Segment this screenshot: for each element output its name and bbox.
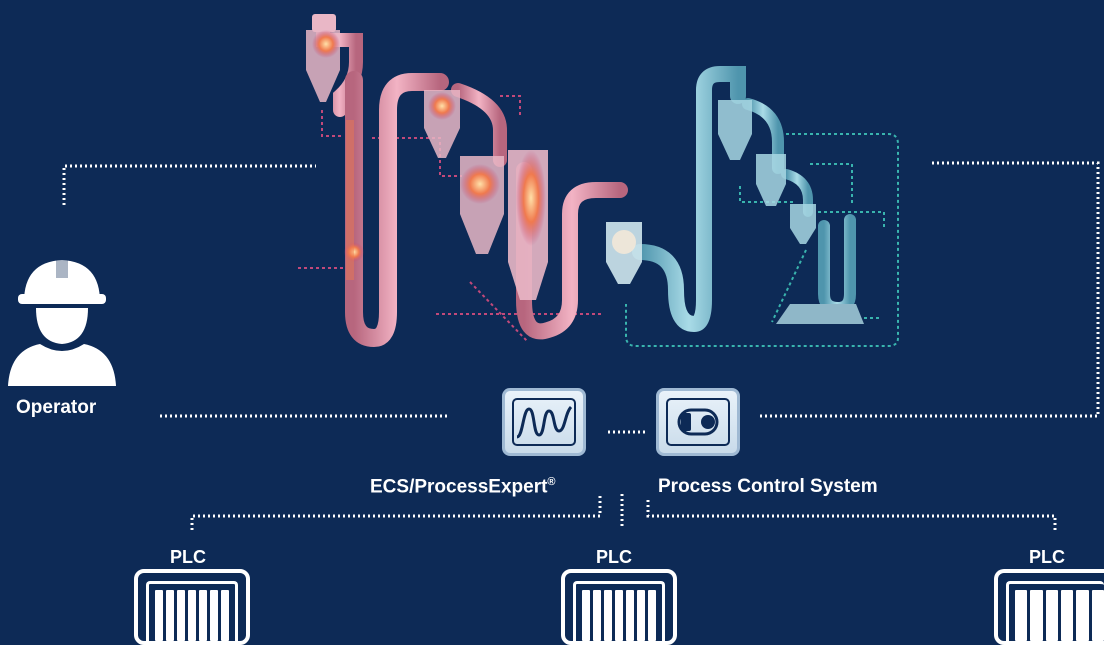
cyclone-shapes-cool xyxy=(606,100,864,324)
wave-icon xyxy=(512,398,576,446)
ecs-trademark: ® xyxy=(547,476,556,488)
plc-label-left: PLC xyxy=(170,547,206,567)
plc-icon[interactable] xyxy=(561,569,677,645)
cyclone-shapes-hot xyxy=(306,14,548,300)
plc-modules xyxy=(155,590,229,641)
plc-modules xyxy=(1015,590,1104,641)
controller-icon xyxy=(666,398,730,446)
pcs-to-plc-right-line xyxy=(646,500,1057,533)
plc-modules xyxy=(582,590,656,641)
plc-rack xyxy=(146,581,238,641)
pcs-label: Process Control System xyxy=(658,476,878,497)
ecs-processexpert-icon[interactable] xyxy=(502,388,586,456)
ecs-label-text: ECS/ProcessExpert xyxy=(370,476,548,498)
plc-icon[interactable] xyxy=(134,569,250,645)
operator-icon xyxy=(8,258,116,386)
plc-rack xyxy=(573,581,665,641)
process-control-system-icon[interactable] xyxy=(656,388,740,456)
ecs-to-plc-left-line xyxy=(190,496,602,533)
plc-rack xyxy=(1006,581,1104,641)
ecs-label: ECS/ProcessExpert® xyxy=(370,476,556,498)
operator-to-plant-line xyxy=(62,164,316,205)
plc-label-middle: PLC xyxy=(596,547,632,567)
plc-icon[interactable] xyxy=(994,569,1104,645)
plc-label-right: PLC xyxy=(1029,547,1065,567)
operator-label: Operator xyxy=(16,397,97,418)
